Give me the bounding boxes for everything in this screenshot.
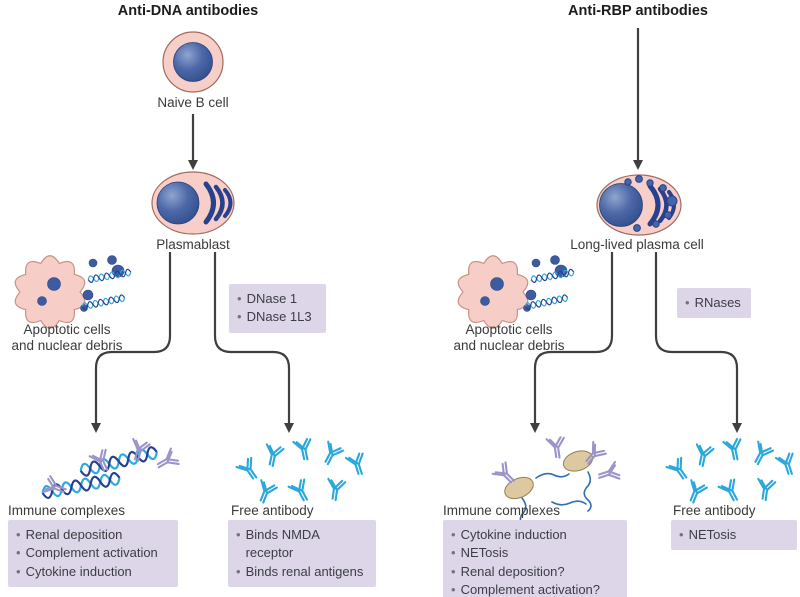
- rnase-box: RNases: [677, 288, 751, 319]
- long-lived-plasma-cell: [596, 174, 682, 236]
- apoptotic-label-left-line1: Apoptotic cells: [23, 322, 111, 337]
- arrow-antirbp-to-plasma-cell: [633, 28, 643, 170]
- apoptotic-label-left-line2: and nuclear debris: [11, 337, 123, 353]
- bullet-item: Renal deposition: [16, 526, 170, 544]
- bullet-text: DNase 1: [246, 291, 298, 306]
- apoptotic-label-right-line2: and nuclear debris: [453, 337, 565, 353]
- bullet-text: Complement activation: [25, 545, 158, 561]
- bullet-text: Binds renal antigens: [245, 563, 364, 579]
- naive-b-cell: [162, 31, 224, 93]
- bullet-item: NETosis: [451, 544, 619, 562]
- immune-effects-box-left: Renal deposition Complement activation C…: [8, 520, 178, 588]
- bullet-dot: [237, 290, 242, 308]
- bullet-text: Renal deposition: [25, 527, 123, 542]
- free-antibody-label-right: Free antibody: [673, 503, 756, 518]
- bullet-dot: [451, 526, 456, 544]
- bullet-item: Binds NMDA receptor: [236, 526, 368, 563]
- apoptotic-cells-right: [458, 256, 574, 329]
- free-antibody-label-left: Free antibody: [231, 503, 314, 518]
- plasmablast-cell: [151, 171, 235, 235]
- bullet-item: Complement activation?: [451, 581, 619, 597]
- bullet-dot: [451, 544, 456, 562]
- bullet-text: NETosis: [460, 545, 509, 561]
- bullet-dot: [451, 581, 456, 597]
- bullet-text: Complement activation?: [460, 582, 601, 597]
- bullet-item: Binds renal antigens: [236, 563, 368, 581]
- free-effects-box-right: NETosis: [671, 520, 797, 551]
- bullet-text: RNases: [694, 295, 741, 310]
- left-panel-title: Anti-DNA antibodies: [117, 3, 259, 19]
- bullet-dot: [16, 526, 21, 544]
- dnase-box: DNase 1 DNase 1L3: [229, 284, 326, 333]
- bullet-text: NETosis: [688, 527, 737, 542]
- apoptotic-label-left: Apoptotic cells and nuclear debris: [11, 322, 122, 353]
- free-antibody-cluster-left: [235, 437, 370, 507]
- bullet-text: Cytokine induction: [460, 527, 567, 542]
- bullet-dot: [16, 563, 21, 581]
- immune-complexes-label-left: Immune complexes: [8, 503, 126, 518]
- bullet-item: Complement activation: [16, 544, 170, 562]
- bullet-text: Cytokine induction: [25, 563, 132, 579]
- immune-complexes-label-right: Immune complexes: [443, 503, 561, 518]
- bullet-dot: [451, 563, 456, 581]
- apoptotic-label-right: Apoptotic cells and nuclear debris: [453, 322, 564, 353]
- bullet-text: DNase 1L3: [246, 309, 312, 325]
- bullet-dot: [685, 294, 690, 312]
- bullet-dot: [679, 526, 684, 544]
- bullet-text: Binds NMDA receptor: [245, 527, 320, 561]
- bullet-text: Renal deposition?: [460, 563, 565, 579]
- bullet-item: DNase 1L3: [237, 308, 318, 326]
- bullet-dot: [236, 563, 241, 581]
- plasmablast-label: Plasmablast: [156, 237, 230, 252]
- immune-effects-box-right: Cytokine induction NETosis Renal deposit…: [443, 520, 627, 597]
- apoptotic-cells-left: [15, 256, 131, 329]
- bullet-dot: [16, 544, 21, 562]
- bullet-dot: [236, 526, 241, 544]
- long-lived-plasma-cell-label: Long-lived plasma cell: [570, 237, 704, 252]
- naive-b-cell-label: Naive B cell: [157, 95, 229, 110]
- branch-arrows-right: [530, 252, 742, 433]
- free-effects-box-left: Binds NMDA receptor Binds renal antigens: [228, 520, 376, 588]
- bullet-item: NETosis: [679, 526, 789, 544]
- immune-complexes-dna-graphic: [40, 437, 181, 500]
- arrow-naive-to-plasmablast: [188, 114, 198, 170]
- bullet-dot: [237, 308, 242, 326]
- free-antibody-cluster-right: [665, 437, 800, 507]
- bullet-item: Cytokine induction: [451, 526, 619, 544]
- bullet-item: Cytokine induction: [16, 563, 170, 581]
- bullet-item: RNases: [685, 294, 743, 312]
- right-panel-title: Anti-RBP antibodies: [568, 3, 708, 19]
- branch-arrows-left: [91, 252, 294, 433]
- bullet-item: DNase 1: [237, 290, 318, 308]
- bullet-item: Renal deposition?: [451, 563, 619, 581]
- apoptotic-label-right-line1: Apoptotic cells: [465, 322, 553, 337]
